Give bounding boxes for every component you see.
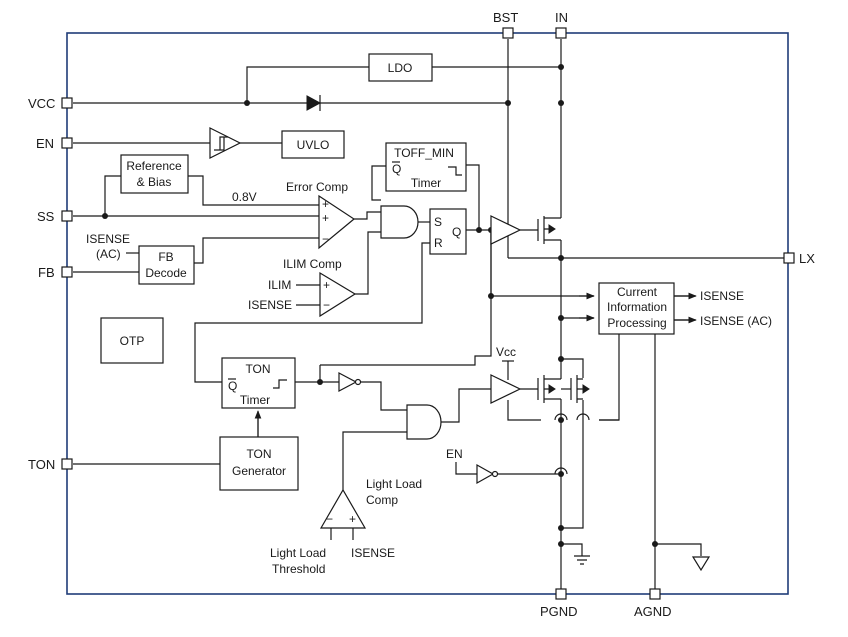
svg-text:LX: LX	[799, 251, 815, 266]
svg-text:PGND: PGND	[540, 604, 578, 619]
label-en-small: EN	[446, 447, 463, 461]
svg-text:SS: SS	[37, 209, 55, 224]
and-gate-upper	[380, 205, 419, 239]
light-load-comparator: − +	[319, 488, 367, 529]
svg-text:VCC: VCC	[28, 96, 55, 111]
toff-min-timer-block: TOFF_MIN Q Timer	[385, 142, 467, 192]
svg-text:OTP: OTP	[120, 334, 145, 348]
label-isense-light-load: ISENSE	[351, 546, 395, 560]
svg-text:IN: IN	[555, 10, 568, 25]
svg-text:Q: Q	[228, 379, 237, 393]
ton-timer-block: TON Q Timer	[221, 357, 296, 409]
junctions	[102, 64, 658, 547]
svg-text:R: R	[434, 236, 443, 250]
wire-crossings	[554, 413, 619, 475]
svg-text:S: S	[434, 215, 442, 229]
ilim-comparator: + −	[319, 271, 357, 318]
svg-text:Current: Current	[617, 285, 658, 299]
pin-en: EN	[36, 136, 73, 151]
reference-bias-block: Reference & Bias	[120, 154, 189, 194]
label-isense-ac-left-2: (AC)	[96, 247, 121, 261]
pin-agnd: AGND	[634, 588, 672, 619]
svg-text:−: −	[322, 232, 329, 246]
label-error-comp: Error Comp	[286, 180, 348, 194]
svg-text:FB: FB	[158, 250, 173, 264]
svg-text:FB: FB	[38, 265, 55, 280]
pin-in: IN	[555, 10, 568, 39]
high-side-mosfet	[537, 216, 561, 244]
uvlo-block: UVLO	[281, 130, 345, 159]
high-side-driver	[490, 215, 522, 245]
svg-text:Q: Q	[452, 225, 461, 239]
svg-text:& Bias: & Bias	[137, 175, 172, 189]
svg-text:Q: Q	[392, 162, 401, 176]
svg-text:TON: TON	[245, 362, 270, 376]
label-ilim-comp: ILIM Comp	[283, 257, 342, 271]
low-side-driver	[490, 374, 522, 404]
svg-text:TOFF_MIN: TOFF_MIN	[394, 146, 454, 160]
label-isense-ac-out: ISENSE (AC)	[700, 314, 772, 328]
svg-text:Timer: Timer	[411, 176, 441, 190]
svg-text:+: +	[349, 512, 356, 526]
svg-text:LDO: LDO	[388, 61, 413, 75]
ton-generator-block: TON Generator	[219, 436, 299, 491]
label-isense-out: ISENSE	[700, 289, 744, 303]
sense-mosfet	[561, 375, 590, 403]
ldo-block: LDO	[368, 53, 433, 82]
error-comparator: + + −	[318, 194, 356, 250]
otp-block: OTP	[100, 317, 164, 364]
and-gate-lower	[406, 404, 442, 440]
en-schmitt-buffer	[209, 127, 242, 159]
label-0-8v: 0.8V	[232, 190, 257, 204]
pin-bst: BST	[493, 10, 518, 39]
label-light-load-comp-1: Light Load	[366, 477, 422, 491]
svg-text:TON: TON	[246, 447, 271, 461]
pin-vcc: VCC	[28, 96, 73, 111]
svg-text:+: +	[322, 197, 329, 211]
svg-text:−: −	[326, 512, 333, 526]
current-information-processing-block: Current Information Processing	[598, 282, 675, 335]
svg-text:AGND: AGND	[634, 604, 672, 619]
label-isense-ilim: ISENSE	[248, 298, 292, 312]
svg-text:Decode: Decode	[145, 266, 187, 280]
label-light-load-threshold-1: Light Load	[270, 546, 326, 560]
en-inverter	[476, 463, 499, 485]
vcc-diode	[306, 95, 322, 111]
svg-text:+: +	[322, 211, 329, 225]
svg-text:Generator: Generator	[232, 464, 286, 478]
label-vcc-small: Vcc	[496, 345, 516, 359]
label-ilim: ILIM	[268, 278, 291, 292]
label-light-load-threshold-2: Threshold	[272, 562, 325, 576]
low-side-mosfet	[537, 375, 561, 403]
svg-text:−: −	[323, 298, 330, 312]
label-isense-ac-left-1: ISENSE	[86, 232, 130, 246]
svg-text:EN: EN	[36, 136, 54, 151]
sr-latch-block: S R Q	[429, 208, 467, 255]
pin-ton: TON	[28, 457, 73, 472]
pin-ss: SS	[37, 209, 73, 224]
svg-text:UVLO: UVLO	[297, 138, 330, 152]
svg-text:Information: Information	[607, 300, 667, 314]
fb-decode-block: FB Decode	[138, 245, 195, 285]
pgnd-ground-symbol	[574, 555, 590, 565]
arrows	[254, 292, 697, 437]
svg-text:BST: BST	[493, 10, 518, 25]
ic-boundary	[66, 32, 789, 595]
svg-text:TON: TON	[28, 457, 55, 472]
label-light-load-comp-2: Comp	[366, 493, 398, 507]
wires	[73, 39, 784, 589]
svg-text:Processing: Processing	[607, 316, 666, 330]
pin-pgnd: PGND	[540, 588, 578, 619]
ton-inverter	[338, 372, 362, 392]
agnd-ground-symbol	[691, 556, 711, 572]
svg-text:Timer: Timer	[240, 393, 270, 407]
pin-lx: LX	[783, 251, 815, 266]
svg-text:Reference: Reference	[126, 159, 182, 173]
svg-text:+: +	[323, 278, 330, 292]
pin-fb: FB	[38, 265, 73, 280]
